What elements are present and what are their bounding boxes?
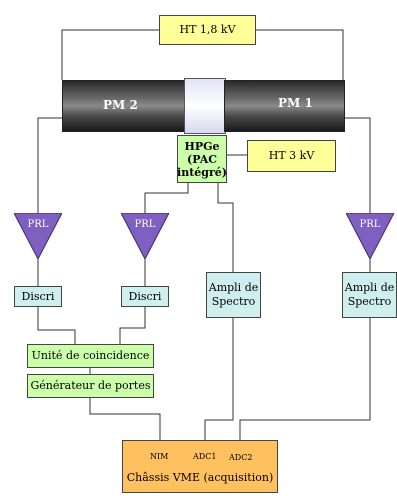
pm1-label: PM 1	[278, 96, 313, 110]
discri-left-label: Discri	[21, 289, 55, 303]
discri-left-box: Discri	[14, 286, 62, 307]
adc1-input-label: ADC1	[193, 452, 217, 461]
pm2-photomultiplier	[62, 80, 186, 132]
ht-18kv-label: HT 1,8 kV	[179, 23, 236, 36]
ampli-right-line-2: Spectro	[347, 295, 392, 308]
pm2-label: PM 2	[103, 98, 138, 112]
nim-input-label: NIM	[150, 452, 169, 461]
ampli-right-box: Ampli de Spectro	[342, 272, 397, 318]
coincidence-unit-box: Unité de coincidence	[27, 344, 154, 368]
ampli-center-line-1: Ampli de	[208, 281, 259, 294]
vme-chassis-label: Châssis VME (acquisition)	[126, 471, 274, 484]
prl-right-label: PRL	[359, 219, 381, 230]
scintillator-crystal	[184, 78, 226, 134]
ampli-right-line-1: Ampli de	[344, 281, 395, 294]
discri-middle-box: Discri	[121, 286, 169, 307]
gate-generator-box: Générateur de portes	[27, 374, 154, 398]
hpge-detector: HPGe (PAC intégré)	[177, 135, 227, 183]
coincidence-unit-label: Unité de coincidence	[31, 349, 150, 362]
hpge-line-3: intégré)	[177, 165, 227, 179]
hpge-line-1: HPGe	[184, 139, 220, 153]
hpge-line-2: (PAC	[187, 152, 217, 166]
ampli-center-line-2: Spectro	[211, 295, 256, 308]
ht-3kv-label: HT 3 kV	[268, 149, 315, 162]
prl-left-label: PRL	[27, 219, 49, 230]
prl-middle-triangle	[121, 213, 169, 259]
vme-chassis-box: NIM ADC1 ADC2 Châssis VME (acquisition)	[122, 440, 278, 493]
ampli-center-box: Ampli de Spectro	[206, 272, 261, 318]
prl-left-triangle	[14, 213, 62, 259]
ht-3kv-box: HT 3 kV	[247, 140, 336, 172]
prl-middle-label: PRL	[134, 219, 156, 230]
prl-right-triangle	[346, 213, 394, 259]
discri-middle-label: Discri	[128, 289, 162, 303]
adc2-input-label: ADC2	[229, 453, 253, 462]
ht-18kv-box: HT 1,8 kV	[159, 15, 256, 45]
gate-generator-label: Générateur de portes	[30, 379, 151, 392]
pm1-photomultiplier	[224, 80, 345, 132]
